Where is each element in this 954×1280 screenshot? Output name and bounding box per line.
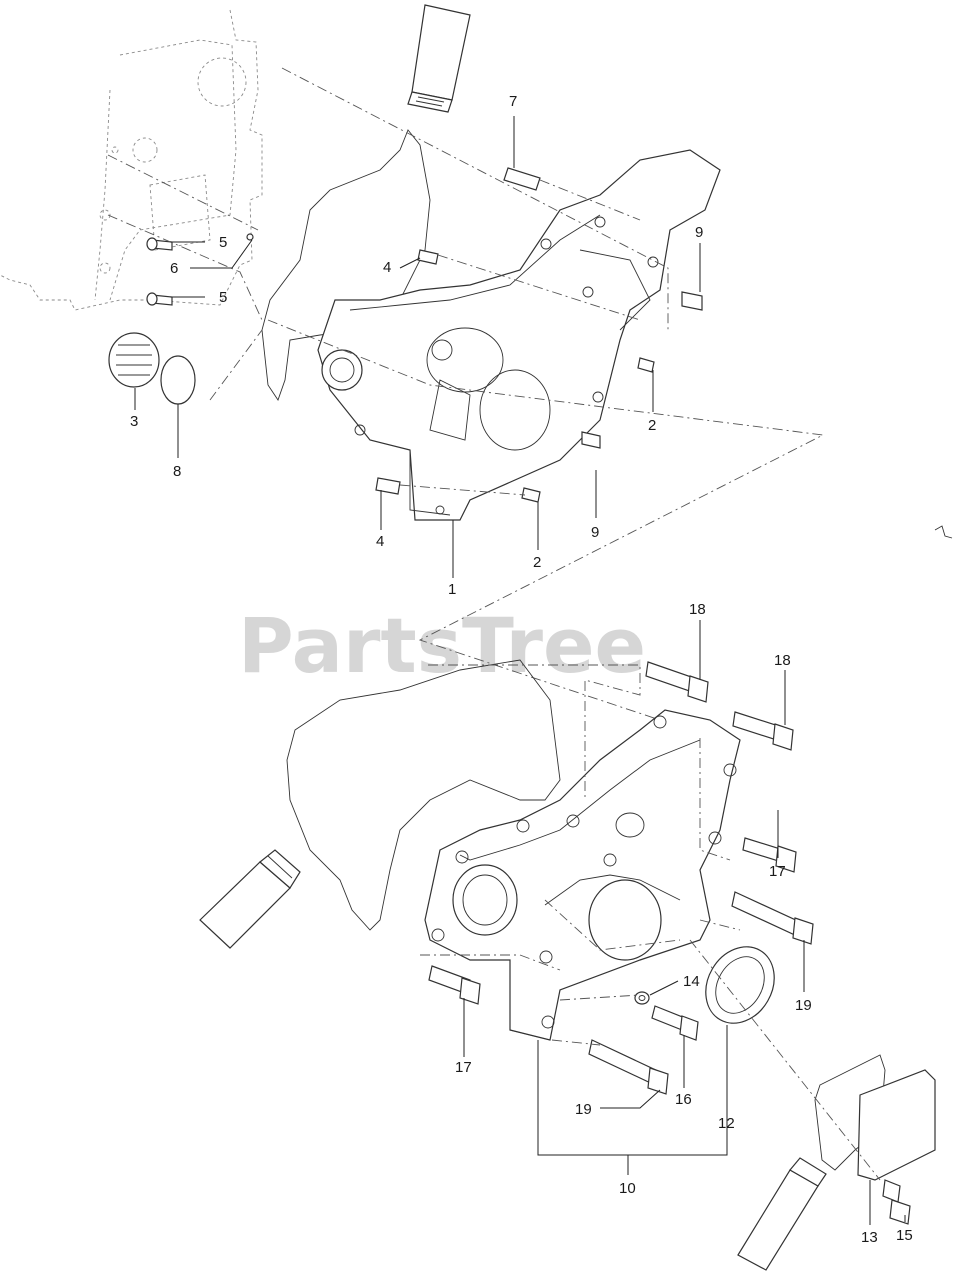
callout-6: 6 — [170, 260, 178, 277]
callout-17-left: 17 — [455, 1059, 472, 1076]
seal-washer — [160, 355, 196, 405]
callout-3: 3 — [130, 413, 138, 430]
callout-16: 16 — [675, 1091, 692, 1108]
gear-case-housing — [317, 149, 721, 521]
sealant-tube-lower — [199, 849, 301, 949]
engine-block-ghost — [0, 9, 263, 311]
callout-4-lower: 4 — [376, 533, 384, 550]
callout-5-lower: 5 — [219, 289, 227, 306]
callout-2-right: 2 — [648, 417, 656, 434]
callout-5-upper: 5 — [219, 234, 227, 251]
callout-19-right: 19 — [795, 997, 812, 1014]
callout-18-upper: 18 — [689, 601, 706, 618]
timing-cover — [424, 709, 741, 1041]
callout-14: 14 — [683, 973, 700, 990]
callout-1: 1 — [448, 581, 456, 598]
watermark: PartsTree — [238, 601, 646, 690]
callout-17-right: 17 — [769, 863, 786, 880]
oil-seal — [705, 946, 775, 1024]
bolts-lower — [428, 661, 911, 1225]
callout-18-right: 18 — [774, 652, 791, 669]
gasket-lower — [286, 659, 561, 931]
callout-2-lower: 2 — [533, 554, 541, 571]
callout-labels: 1 2 2 3 4 4 5 5 6 7 8 9 9 10 12 13 14 15… — [130, 93, 913, 1246]
alignment-lines-upper — [107, 67, 825, 721]
gasket-top — [261, 129, 431, 402]
corner-mark — [934, 525, 953, 539]
sealant-tube-bottom — [737, 1157, 827, 1271]
callout-7: 7 — [509, 93, 517, 110]
alignment-lines-lower — [420, 664, 881, 1181]
sealant-tube-top — [407, 4, 471, 113]
pins-upper — [146, 167, 703, 503]
cover-plate — [814, 1054, 936, 1181]
callout-10: 10 — [619, 1180, 636, 1197]
callout-9-lower: 9 — [591, 524, 599, 541]
plug — [108, 332, 160, 388]
callout-8: 8 — [173, 463, 181, 480]
callout-19-lower: 19 — [575, 1101, 592, 1118]
leader-lines — [134, 116, 906, 1225]
callout-15: 15 — [896, 1227, 913, 1244]
callout-13: 13 — [861, 1229, 878, 1246]
callout-4-upper: 4 — [383, 259, 391, 276]
callout-12: 12 — [718, 1115, 735, 1132]
callout-9-upper: 9 — [695, 224, 703, 241]
washer — [634, 991, 650, 1005]
